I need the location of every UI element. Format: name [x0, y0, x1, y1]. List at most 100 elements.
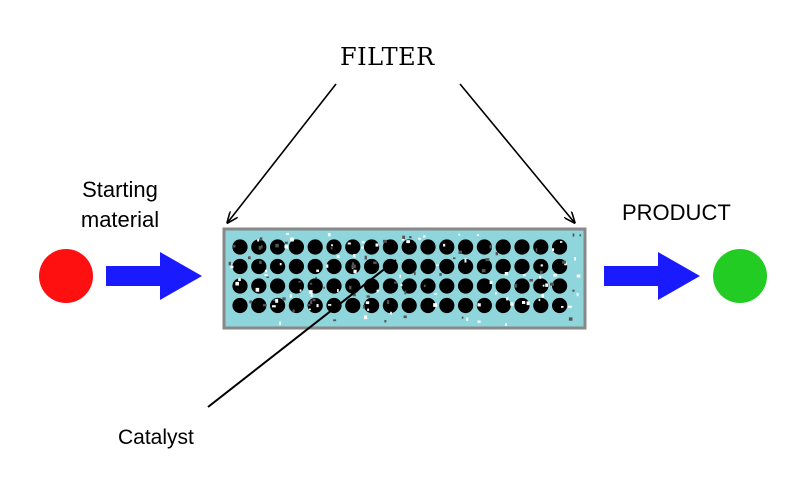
product-circle	[713, 249, 767, 303]
catalyst-particle	[288, 278, 304, 294]
filter-speck	[262, 303, 267, 307]
filter-speck	[238, 278, 241, 282]
filter-speck	[233, 244, 236, 248]
filter-speck	[514, 284, 518, 288]
filter-speck	[351, 264, 356, 269]
filter-speck	[284, 241, 288, 244]
filter-speck	[365, 301, 370, 305]
catalyst-particle	[401, 239, 417, 255]
filter-speck	[352, 292, 356, 297]
filter-speck	[461, 316, 464, 319]
filter-speck	[552, 248, 555, 252]
filter-speck	[264, 274, 268, 276]
filter-speck	[458, 233, 460, 236]
filter-speck	[540, 264, 543, 267]
filter-speck	[275, 243, 279, 248]
filter-speck	[255, 287, 260, 292]
filter-speck	[384, 319, 387, 323]
filter-speck	[328, 304, 332, 306]
filter-speck	[564, 262, 567, 266]
filter-speck	[312, 298, 316, 302]
filter-speck	[299, 289, 302, 292]
filter-speck	[309, 282, 313, 285]
catalyst-particle	[270, 278, 286, 294]
catalyst-particle	[420, 239, 436, 255]
filter-speck	[393, 281, 398, 284]
filter-speck	[541, 294, 544, 298]
filter-speck	[510, 302, 514, 306]
filter-speck	[285, 233, 289, 235]
filter-speck	[404, 290, 407, 295]
catalyst-particle	[401, 278, 417, 294]
catalyst-particle	[495, 239, 511, 255]
filter-speck	[298, 281, 301, 283]
filter-speck	[364, 255, 367, 260]
filter-speck	[526, 301, 530, 306]
filter-speck	[489, 244, 492, 249]
filter-speck	[349, 285, 352, 290]
filter-speck	[466, 317, 469, 321]
filter-speck	[315, 276, 317, 279]
catalyst-particle	[251, 278, 267, 294]
filter-speck	[284, 245, 288, 249]
filter-speck	[529, 278, 533, 282]
filter-speck	[452, 257, 456, 260]
filter-label: FILTER	[340, 43, 435, 71]
catalyst-particle	[232, 258, 248, 275]
catalyst-particle	[345, 278, 361, 294]
filter-speck	[275, 298, 279, 303]
filter-speck	[367, 308, 370, 311]
catalyst-particle	[533, 239, 549, 255]
filter-speck	[477, 320, 481, 323]
filter-speck	[495, 252, 499, 256]
filter-speck	[523, 274, 526, 277]
filter-speck	[553, 273, 558, 277]
catalyst-particle	[345, 297, 361, 314]
filter-speck	[399, 274, 401, 278]
catalyst-particle	[533, 297, 549, 314]
filter-speck	[279, 262, 282, 266]
filter-speck	[282, 297, 286, 301]
filter-speck	[375, 243, 379, 247]
catalyst-particle	[251, 297, 267, 314]
filter-speck	[353, 253, 356, 258]
filter-speck	[308, 308, 311, 311]
filter-speck	[481, 269, 486, 273]
filter-speck	[433, 303, 438, 307]
filter-speck	[353, 269, 357, 274]
catalyst-particle	[420, 258, 436, 275]
filter-speck	[539, 275, 542, 279]
catalyst-particle	[495, 258, 511, 275]
filter-speck	[272, 305, 276, 308]
filter-speck	[363, 315, 368, 320]
starting-material-label-line1: Starting	[82, 177, 158, 202]
filter-speck	[476, 234, 480, 237]
filter-speck	[330, 247, 333, 250]
filter-speck	[559, 241, 563, 243]
catalyst-particle	[382, 297, 398, 314]
filter-speck	[279, 321, 281, 326]
filter-speck	[373, 261, 377, 265]
catalyst-particle	[514, 239, 530, 255]
catalyst-particle	[382, 278, 398, 294]
filter-speck	[535, 248, 538, 252]
filter-speck	[308, 290, 313, 295]
catalyst-particle	[476, 278, 492, 294]
catalyst-particle	[232, 239, 248, 255]
filter-speck	[228, 261, 231, 266]
filter-speck	[258, 245, 262, 250]
filter-speck	[504, 272, 508, 276]
filter-speck	[406, 240, 410, 244]
filter-speck	[257, 239, 260, 242]
filter-speck	[435, 264, 439, 267]
outlet-flow-arrow	[604, 252, 700, 300]
catalyst-particle	[439, 278, 455, 294]
filter-speck	[539, 270, 543, 275]
catalyst-particle	[552, 278, 568, 294]
filter-speck	[418, 237, 421, 240]
filter-speck	[495, 292, 497, 295]
catalyst-particle	[552, 297, 568, 314]
filter-speck	[362, 304, 365, 309]
filter-speck	[489, 280, 493, 285]
filter-pointer-left	[228, 83, 337, 222]
